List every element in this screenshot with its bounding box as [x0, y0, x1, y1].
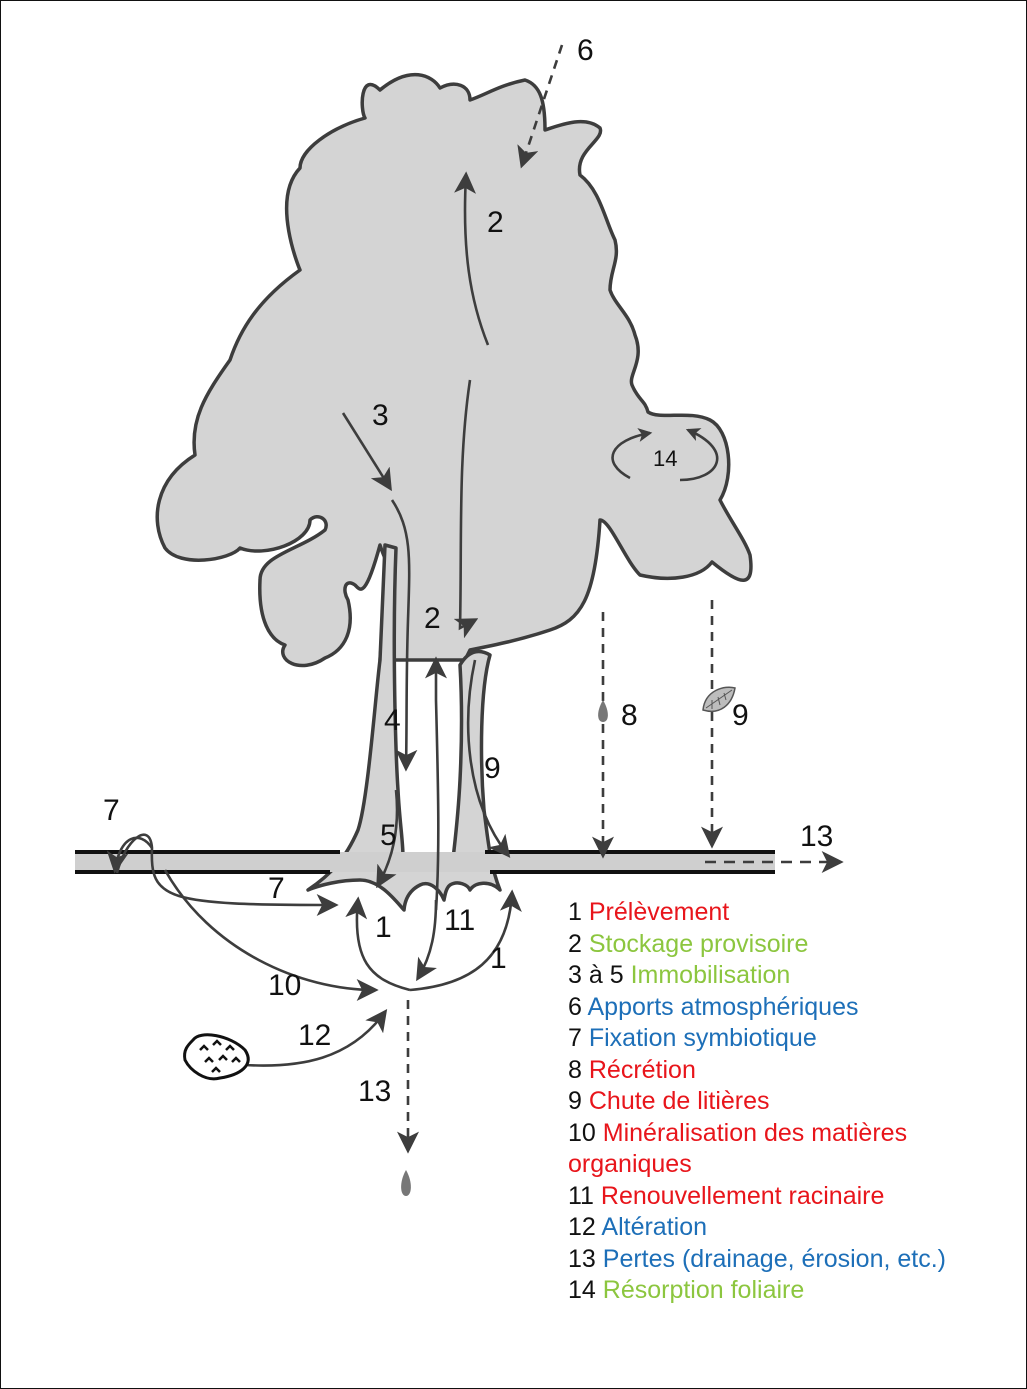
legend-number: 9 — [568, 1087, 582, 1115]
droplet-icon — [401, 1170, 411, 1196]
leaf-icon — [703, 687, 735, 711]
legend-number: 8 — [568, 1056, 582, 1084]
legend-item-11: 11 Renouvellement racinaire — [568, 1181, 1027, 1213]
legend-number: 2 — [568, 930, 582, 958]
label-13-erosion: 13 — [800, 820, 833, 853]
legend-text: Immobilisation — [631, 961, 791, 989]
label-12: 12 — [298, 1019, 331, 1052]
label-13-drainage: 13 — [358, 1075, 391, 1108]
label-7-lower: 7 — [268, 872, 285, 905]
legend-number: 13 — [568, 1245, 596, 1273]
label-6: 6 — [577, 34, 594, 67]
label-11: 11 — [444, 904, 475, 937]
legend-item-10: 10 Minéralisation des matières organique… — [568, 1118, 1027, 1181]
legend-text: Minéralisation des matières organiques — [568, 1119, 907, 1179]
label-7-left: 7 — [103, 794, 120, 827]
label-14: 14 — [653, 446, 677, 471]
legend: 1 Prélèvement 2 Stockage provisoire 3 à … — [568, 897, 1027, 1307]
label-2-lower: 2 — [424, 602, 441, 635]
legend-number: 12 — [568, 1213, 596, 1241]
legend-text: Chute de litières — [589, 1087, 770, 1115]
legend-item-1: 1 Prélèvement — [568, 897, 1027, 929]
legend-item-7: 7 Fixation symbiotique — [568, 1023, 1027, 1055]
label-9-trunk: 9 — [484, 752, 501, 785]
label-2-upper: 2 — [487, 206, 504, 239]
legend-number: 7 — [568, 1024, 582, 1052]
legend-text: Renouvellement racinaire — [601, 1182, 884, 1210]
label-8: 8 — [621, 699, 638, 732]
legend-text: Fixation symbiotique — [589, 1024, 817, 1052]
label-10: 10 — [268, 969, 301, 1002]
legend-item-13: 13 Pertes (drainage, érosion, etc.) — [568, 1244, 1027, 1276]
legend-text: Pertes (drainage, érosion, etc.) — [603, 1245, 946, 1273]
legend-item-3-5: 3 à 5 Immobilisation — [568, 960, 1027, 992]
legend-number: 10 — [568, 1119, 596, 1147]
legend-text: Récrétion — [589, 1056, 696, 1084]
legend-number: 11 — [568, 1182, 594, 1210]
tree-canopy — [157, 75, 751, 666]
label-3: 3 — [372, 399, 389, 432]
ground-surface — [75, 852, 775, 872]
legend-number: 1 — [568, 898, 582, 926]
legend-text: Prélèvement — [589, 898, 729, 926]
legend-number: 6 — [568, 993, 582, 1021]
rock-icon — [185, 1035, 249, 1079]
label-9-litterfall: 9 — [732, 699, 749, 732]
legend-text: Altération — [601, 1213, 707, 1241]
droplet-icon — [598, 700, 608, 722]
label-1-right: 1 — [490, 942, 507, 975]
legend-item-12: 12 Altération — [568, 1212, 1027, 1244]
legend-item-14: 14 Résorption foliaire — [568, 1275, 1027, 1307]
legend-item-9: 9 Chute de litières — [568, 1086, 1027, 1118]
label-4: 4 — [384, 704, 401, 737]
legend-text: Résorption foliaire — [603, 1276, 805, 1304]
legend-number: 3 à 5 — [568, 961, 624, 989]
arrow-11-root-renewal — [418, 900, 436, 978]
legend-text: Stockage provisoire — [589, 930, 809, 958]
label-5: 5 — [380, 819, 397, 852]
legend-item-2: 2 Stockage provisoire — [568, 929, 1027, 961]
legend-number: 14 — [568, 1276, 596, 1304]
legend-text: Apports atmosphériques — [587, 993, 858, 1021]
label-1-left: 1 — [375, 911, 392, 944]
legend-item-8: 8 Récrétion — [568, 1055, 1027, 1087]
legend-item-6: 6 Apports atmosphériques — [568, 992, 1027, 1024]
